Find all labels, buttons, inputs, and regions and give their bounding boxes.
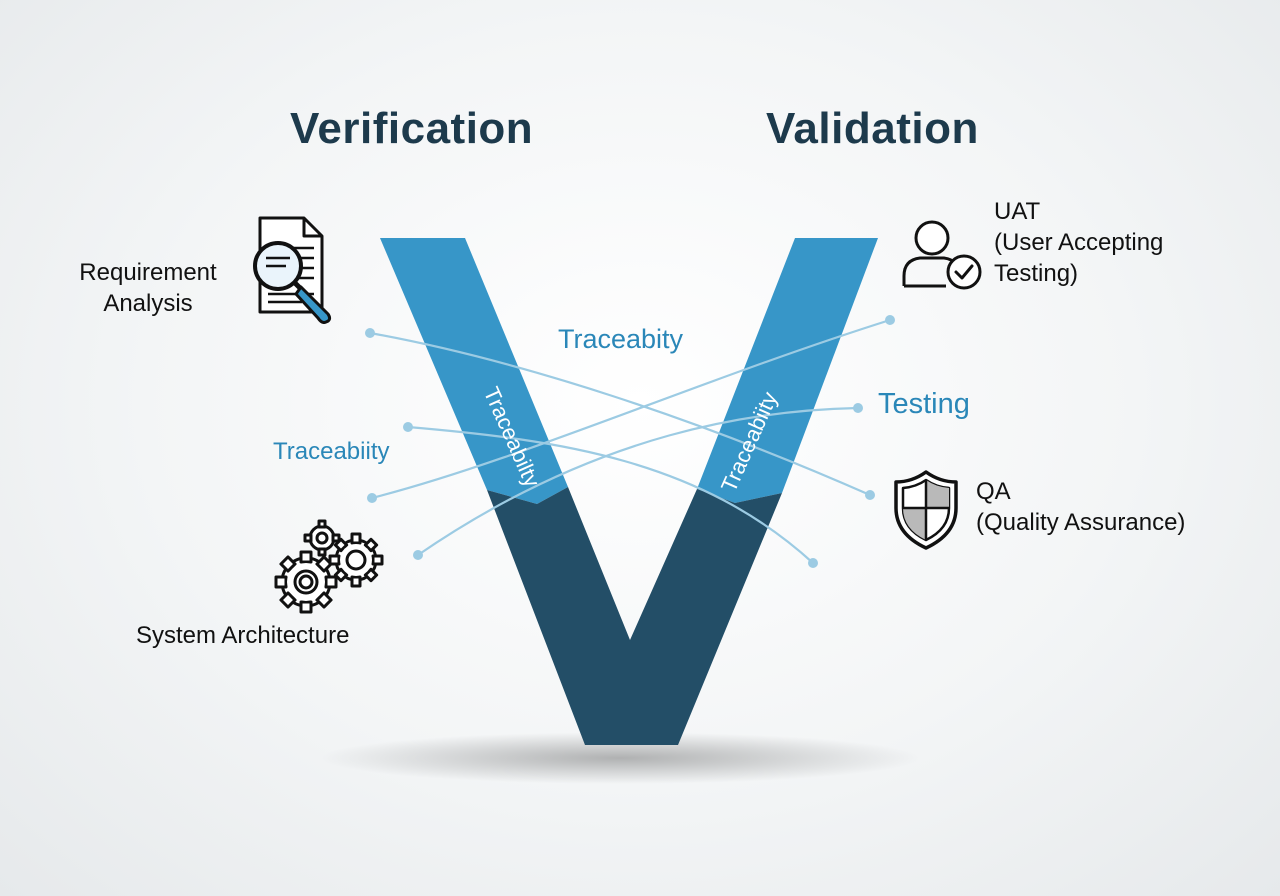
connector-line	[417, 406, 859, 556]
connector-lines	[369, 318, 891, 564]
v-right-arm-upper	[697, 238, 878, 503]
v-left-arm-upper	[380, 238, 568, 504]
document-magnifier-icon	[253, 216, 332, 324]
connector-dot	[853, 403, 863, 413]
traceability-left-label: Traceabiity	[273, 438, 390, 465]
uat-title: UAT	[994, 198, 1041, 225]
gears-icon	[274, 519, 384, 614]
user-check-icon	[902, 220, 982, 290]
connector-dot	[885, 315, 895, 325]
validation-heading: Validation	[766, 104, 979, 153]
connector-dot	[403, 422, 413, 432]
uat-line2: Testing)	[994, 260, 1079, 287]
connector-dot	[865, 490, 875, 500]
v-lower-body	[487, 487, 782, 745]
uat-line1: (User Accepting	[994, 229, 1164, 256]
v-shadow	[320, 732, 920, 784]
traceability-top-label: Traceabity	[558, 324, 684, 354]
requirement-analysis-label: Requirement Analysis	[79, 259, 217, 317]
connector-dot	[365, 328, 375, 338]
testing-label: Testing	[878, 388, 970, 420]
verification-heading: Verification	[290, 104, 534, 153]
qa-subtitle: (Quality Assurance)	[976, 509, 1186, 536]
connector-dot	[367, 493, 377, 503]
qa-label: QA (Quality Assurance)	[976, 476, 1185, 538]
connector-line	[371, 318, 891, 500]
uat-label: UAT (User Accepting Testing)	[994, 196, 1163, 289]
shield-icon	[894, 470, 958, 550]
connector-line	[369, 331, 871, 497]
connector-line	[407, 425, 814, 564]
connector-dot	[413, 550, 423, 560]
connector-dots	[365, 315, 895, 568]
system-architecture-label: System Architecture	[136, 622, 350, 649]
qa-title: QA	[976, 478, 1011, 505]
connector-dot	[808, 558, 818, 568]
